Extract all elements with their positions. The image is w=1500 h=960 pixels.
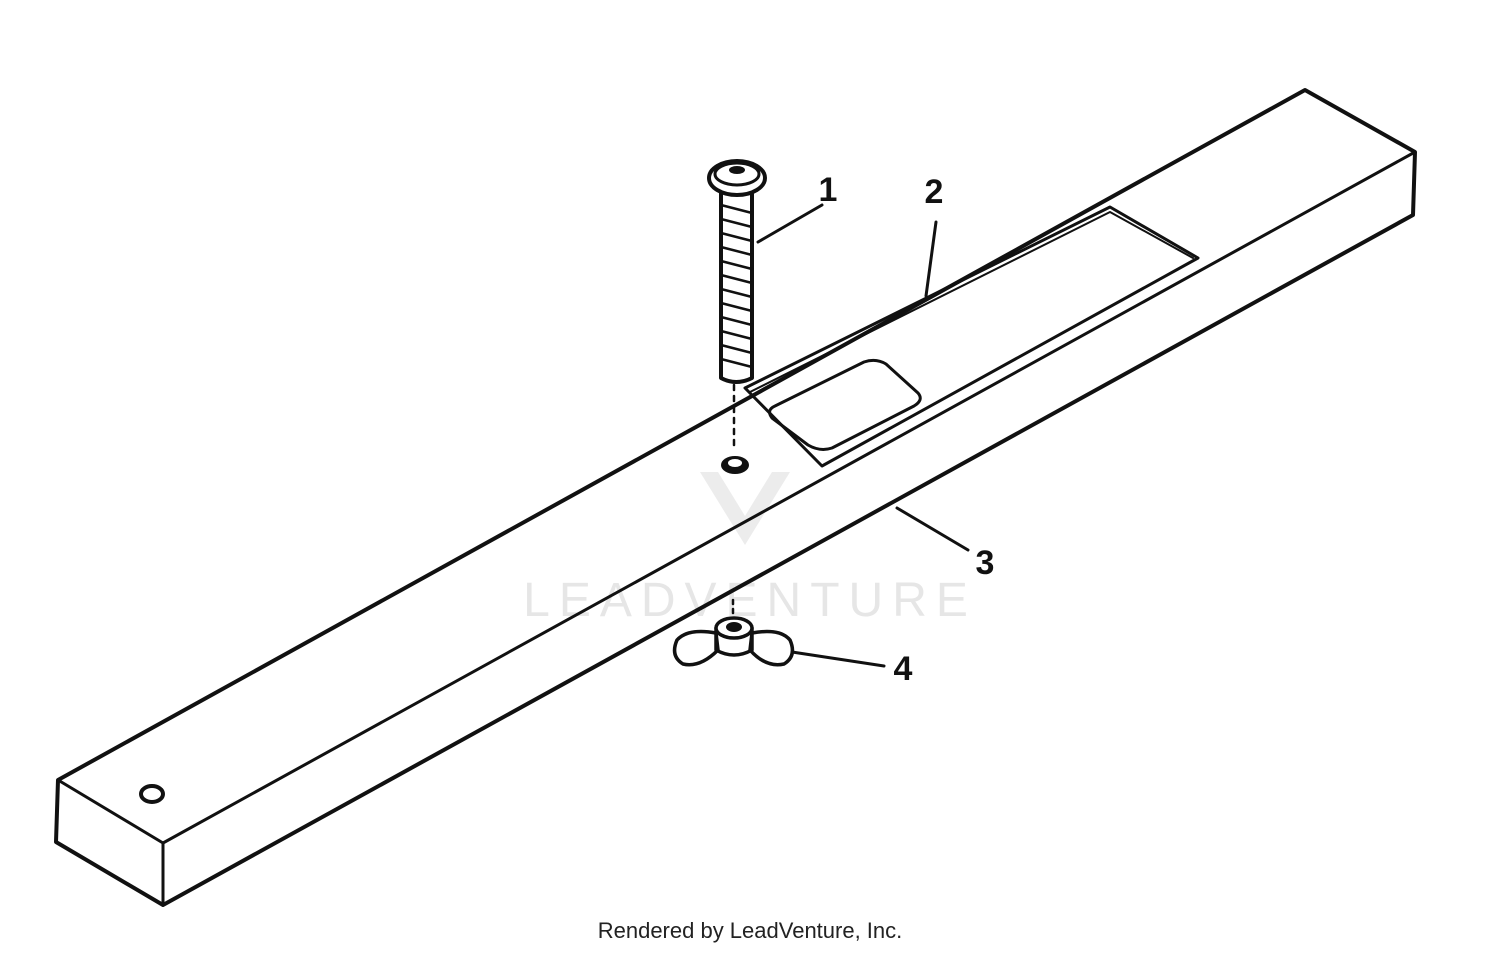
callout-2: 2 <box>925 173 944 211</box>
end-hole <box>139 784 165 804</box>
watermark-logo-icon <box>700 472 790 545</box>
wing-nut-part <box>672 598 795 667</box>
leader-lines <box>756 203 970 668</box>
callout-1: 1 <box>819 171 838 209</box>
callout-3: 3 <box>976 544 995 582</box>
callout-4: 4 <box>894 650 913 688</box>
bar-part <box>54 88 1417 907</box>
credit-text: Rendered by LeadVenture, Inc. <box>597 918 903 943</box>
screw-part <box>707 159 767 384</box>
